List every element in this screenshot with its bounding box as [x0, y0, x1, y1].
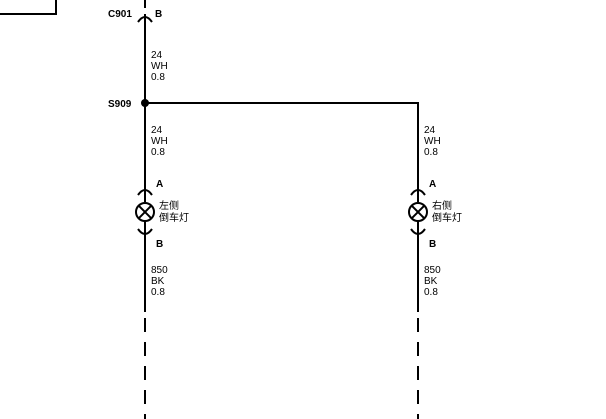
wire-right-bottom-color: BK: [424, 276, 438, 287]
lamp-left-label-line2: 倒车灯: [159, 211, 189, 224]
component-box-fragment: [0, 0, 57, 15]
wire-top-size: 0.8: [151, 72, 165, 83]
wire-left-bottom-size: 0.8: [151, 287, 165, 298]
wire-left-bottom-color: BK: [151, 276, 165, 287]
lamp-left-pin-top: A: [156, 179, 163, 190]
lamp-right-pin-bottom: B: [429, 239, 436, 250]
lamp-right-cross-b: [410, 204, 426, 220]
wire-left-mid-circuit: 24: [151, 125, 163, 136]
lamp-right-pin-top: A: [429, 179, 436, 190]
lamp-left-pin-bottom: B: [156, 239, 163, 250]
lamp-left-label-line1: 左侧: [159, 199, 179, 212]
lamp-right-label-line2: 倒车灯: [432, 211, 462, 224]
wire-right-bottom-circuit: 850: [424, 265, 441, 276]
wire-left-mid-size: 0.8: [151, 147, 165, 158]
wire-right-mid-circuit: 24: [424, 125, 436, 136]
wire-splice-to-right: [145, 102, 419, 190]
lamp-right-label-line1: 右侧: [432, 199, 452, 212]
connector-c901-label: C901: [108, 9, 132, 20]
wire-left-mid-color: WH: [151, 136, 168, 147]
lamp-right: [408, 189, 428, 235]
connector-c901-pin: B: [155, 9, 162, 20]
wire-right-bottom-size: 0.8: [424, 287, 438, 298]
lamp-left-cross-b: [137, 204, 153, 220]
wire-right-mid-color: WH: [424, 136, 441, 147]
wire-left-bottom-circuit: 850: [151, 265, 168, 276]
wire-top-color: WH: [151, 61, 168, 72]
wire-top-circuit: 24: [151, 50, 163, 61]
lamp-left: [135, 189, 155, 235]
splice-s909-label: S909: [108, 99, 132, 110]
wire-right-mid-size: 0.8: [424, 147, 438, 158]
